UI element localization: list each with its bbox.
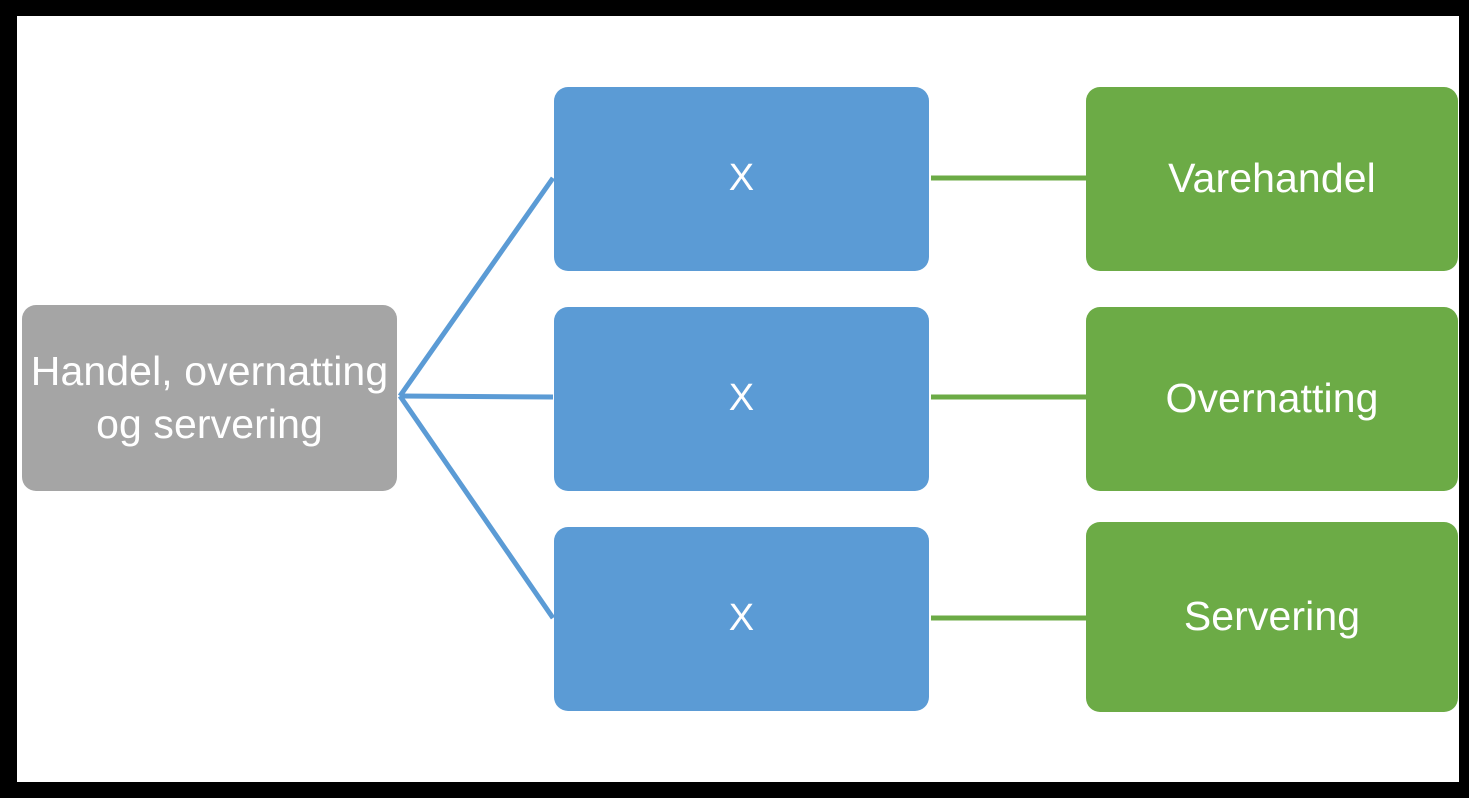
node-leaf-2-label: Overnatting	[1165, 375, 1379, 422]
connector-root-to-middle-3	[397, 394, 556, 620]
node-middle-1[interactable]: X	[554, 87, 929, 271]
node-leaf-varehandel[interactable]: Varehandel	[1086, 87, 1458, 271]
connector-root-to-middle-1	[397, 176, 556, 398]
node-root-label: Handel, overnatting og servering	[30, 347, 389, 447]
node-middle-2[interactable]: X	[554, 307, 929, 491]
node-middle-3[interactable]: X	[554, 527, 929, 711]
node-root[interactable]: Handel, overnatting og servering	[22, 305, 397, 491]
node-middle-2-label: X	[728, 377, 755, 420]
node-leaf-servering[interactable]: Servering	[1086, 522, 1458, 712]
node-leaf-1-label: Varehandel	[1168, 155, 1376, 202]
node-leaf-overnatting[interactable]: Overnatting	[1086, 307, 1458, 491]
node-middle-3-label: X	[728, 597, 755, 640]
node-leaf-3-label: Servering	[1183, 593, 1361, 640]
connector-root-to-middle-2	[399, 393, 554, 400]
node-middle-1-label: X	[728, 157, 755, 200]
